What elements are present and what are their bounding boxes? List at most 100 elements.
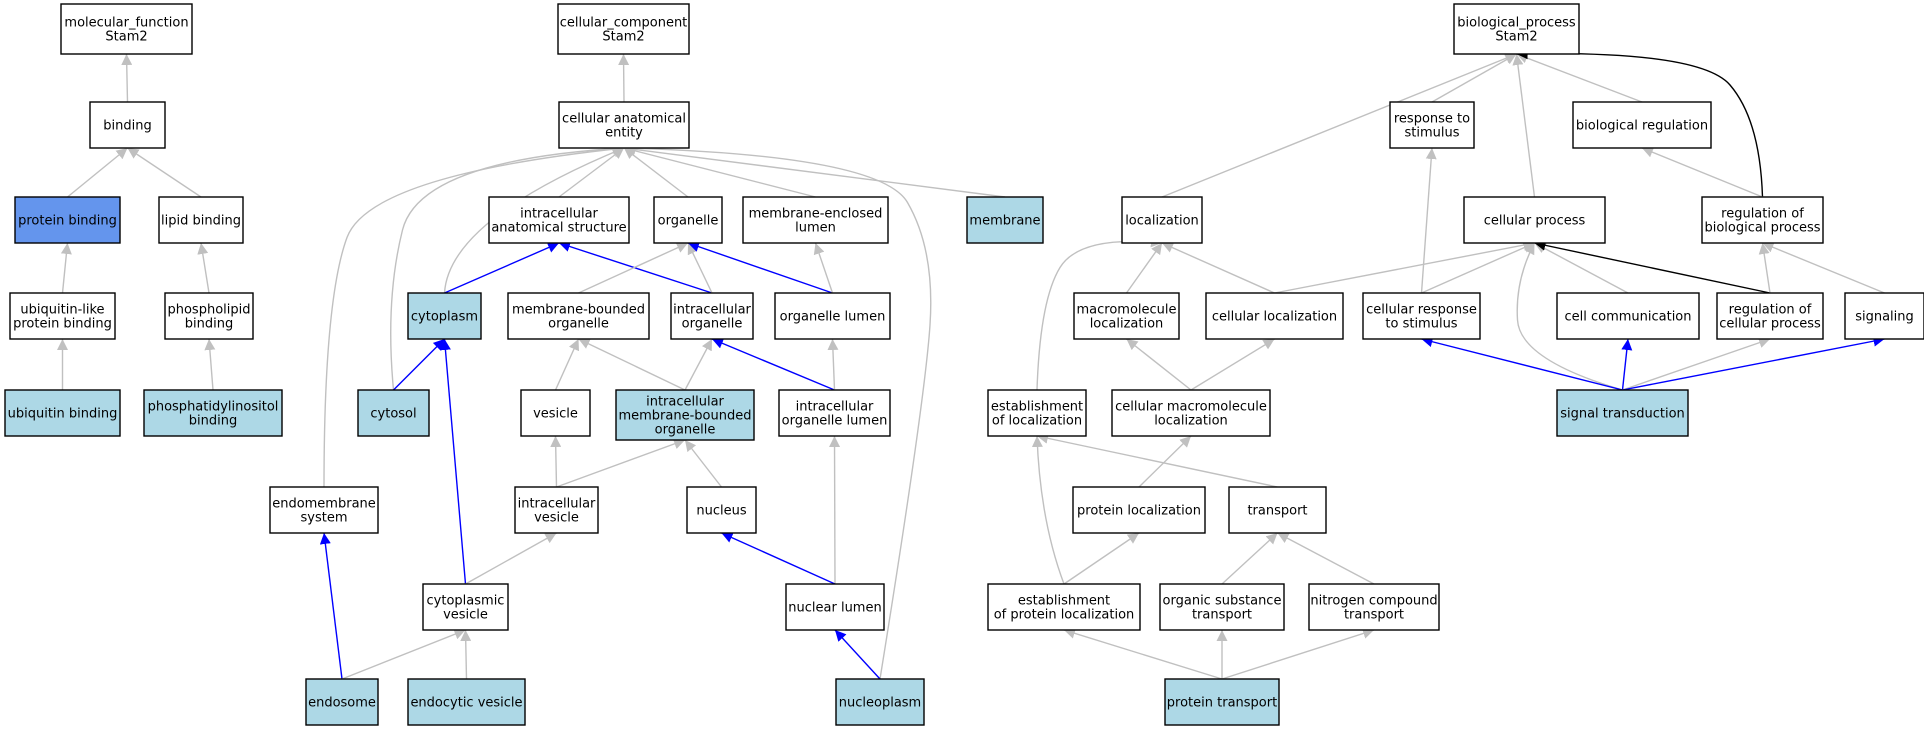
node-breg[interactable]: biological regulation bbox=[1572, 101, 1712, 149]
edge-line bbox=[623, 145, 816, 198]
edge-localization-to-bp bbox=[1161, 53, 1517, 198]
node-ubiquitin-binding[interactable]: ubiquitin binding bbox=[4, 389, 121, 437]
node-label: stimulus bbox=[1404, 126, 1459, 141]
edge-line bbox=[1516, 48, 1764, 198]
node-label: cellular process bbox=[1719, 317, 1821, 332]
node-ev[interactable]: endocytic vesicle bbox=[407, 678, 526, 726]
node-box bbox=[1072, 486, 1206, 534]
node-label: cellular anatomical bbox=[562, 112, 686, 127]
node-organelle[interactable]: organelle bbox=[653, 196, 723, 244]
edge-line bbox=[834, 629, 881, 680]
node-endosome[interactable]: endosome bbox=[305, 678, 379, 726]
edge-cl-to-localization bbox=[1161, 242, 1275, 294]
node-box bbox=[4, 389, 121, 437]
edge-line bbox=[1622, 337, 1771, 391]
node-label: intracellular bbox=[520, 207, 598, 222]
edge-cml-to-ml bbox=[1126, 338, 1192, 391]
node-label: to stimulus bbox=[1385, 317, 1457, 332]
edge-cytoplasm-to-ias bbox=[444, 242, 560, 294]
node-cytosol[interactable]: cytosol bbox=[357, 389, 430, 437]
node-cytoplasm[interactable]: cytoplasm bbox=[407, 292, 482, 340]
edge-line bbox=[550, 435, 562, 488]
edge-st-to-cp bbox=[1516, 242, 1623, 391]
node-label: system bbox=[301, 511, 348, 526]
node-cp[interactable]: cellular process bbox=[1463, 196, 1606, 244]
node-lipid-binding[interactable]: lipid binding bbox=[158, 196, 244, 244]
node-membrane[interactable]: membrane bbox=[966, 196, 1044, 244]
node-pl[interactable]: protein localization bbox=[1072, 486, 1206, 534]
node-label: localization bbox=[1154, 414, 1228, 429]
node-label: cellular macromolecule bbox=[1115, 400, 1267, 415]
edge-cv-to-cytoplasm bbox=[439, 338, 467, 585]
edge-rocp-to-robp bbox=[1758, 242, 1771, 294]
node-pt[interactable]: protein transport bbox=[1164, 678, 1280, 726]
edge-membrane-to-cae bbox=[623, 143, 1006, 198]
edge-line bbox=[623, 143, 1006, 198]
node-nucleoplasm[interactable]: nucleoplasm bbox=[835, 678, 925, 726]
node-box bbox=[1572, 101, 1712, 149]
node-box bbox=[1556, 292, 1700, 340]
node-label: cytosol bbox=[370, 407, 416, 422]
node-ol[interactable]: organelle lumen bbox=[774, 292, 891, 340]
node-st[interactable]: signal transduction bbox=[1556, 389, 1689, 437]
node-box bbox=[615, 389, 755, 441]
edge-line bbox=[1516, 52, 1643, 103]
node-nl[interactable]: nuclear lumen bbox=[785, 583, 885, 631]
edge-line bbox=[684, 338, 713, 391]
edge-line bbox=[1621, 338, 1633, 391]
node-signaling[interactable]: signaling bbox=[1844, 292, 1924, 340]
node-label: lipid binding bbox=[161, 214, 241, 229]
node-label: vesicle bbox=[533, 407, 578, 422]
node-transport[interactable]: transport bbox=[1228, 486, 1327, 534]
node-binding[interactable]: binding bbox=[89, 101, 166, 149]
node-label: organelle bbox=[658, 214, 719, 229]
node-protein-binding[interactable]: protein binding bbox=[14, 196, 121, 244]
node-cc2[interactable]: cell communication bbox=[1556, 292, 1700, 340]
edge-line bbox=[1277, 532, 1375, 585]
node-box bbox=[158, 196, 244, 244]
node-label: binding bbox=[185, 317, 233, 332]
edge-line bbox=[1762, 242, 1885, 294]
node-label: macromolecule bbox=[1076, 303, 1176, 318]
node-vesicle[interactable]: vesicle bbox=[520, 389, 591, 437]
node-box bbox=[1228, 486, 1327, 534]
node-box bbox=[305, 678, 379, 726]
node-label: organelle bbox=[548, 317, 609, 332]
node-nucleus[interactable]: nucleus bbox=[686, 486, 757, 534]
node-box bbox=[987, 583, 1141, 631]
node-label: establishment bbox=[1018, 594, 1110, 609]
node-box bbox=[1121, 196, 1203, 244]
node-label: cellular process bbox=[1484, 214, 1586, 229]
node-cl[interactable]: cellular localization bbox=[1205, 292, 1344, 340]
node-box bbox=[9, 292, 116, 340]
node-localization[interactable]: localization bbox=[1121, 196, 1203, 244]
node-label: nucleoplasm bbox=[839, 696, 921, 711]
edge-line bbox=[197, 242, 210, 294]
